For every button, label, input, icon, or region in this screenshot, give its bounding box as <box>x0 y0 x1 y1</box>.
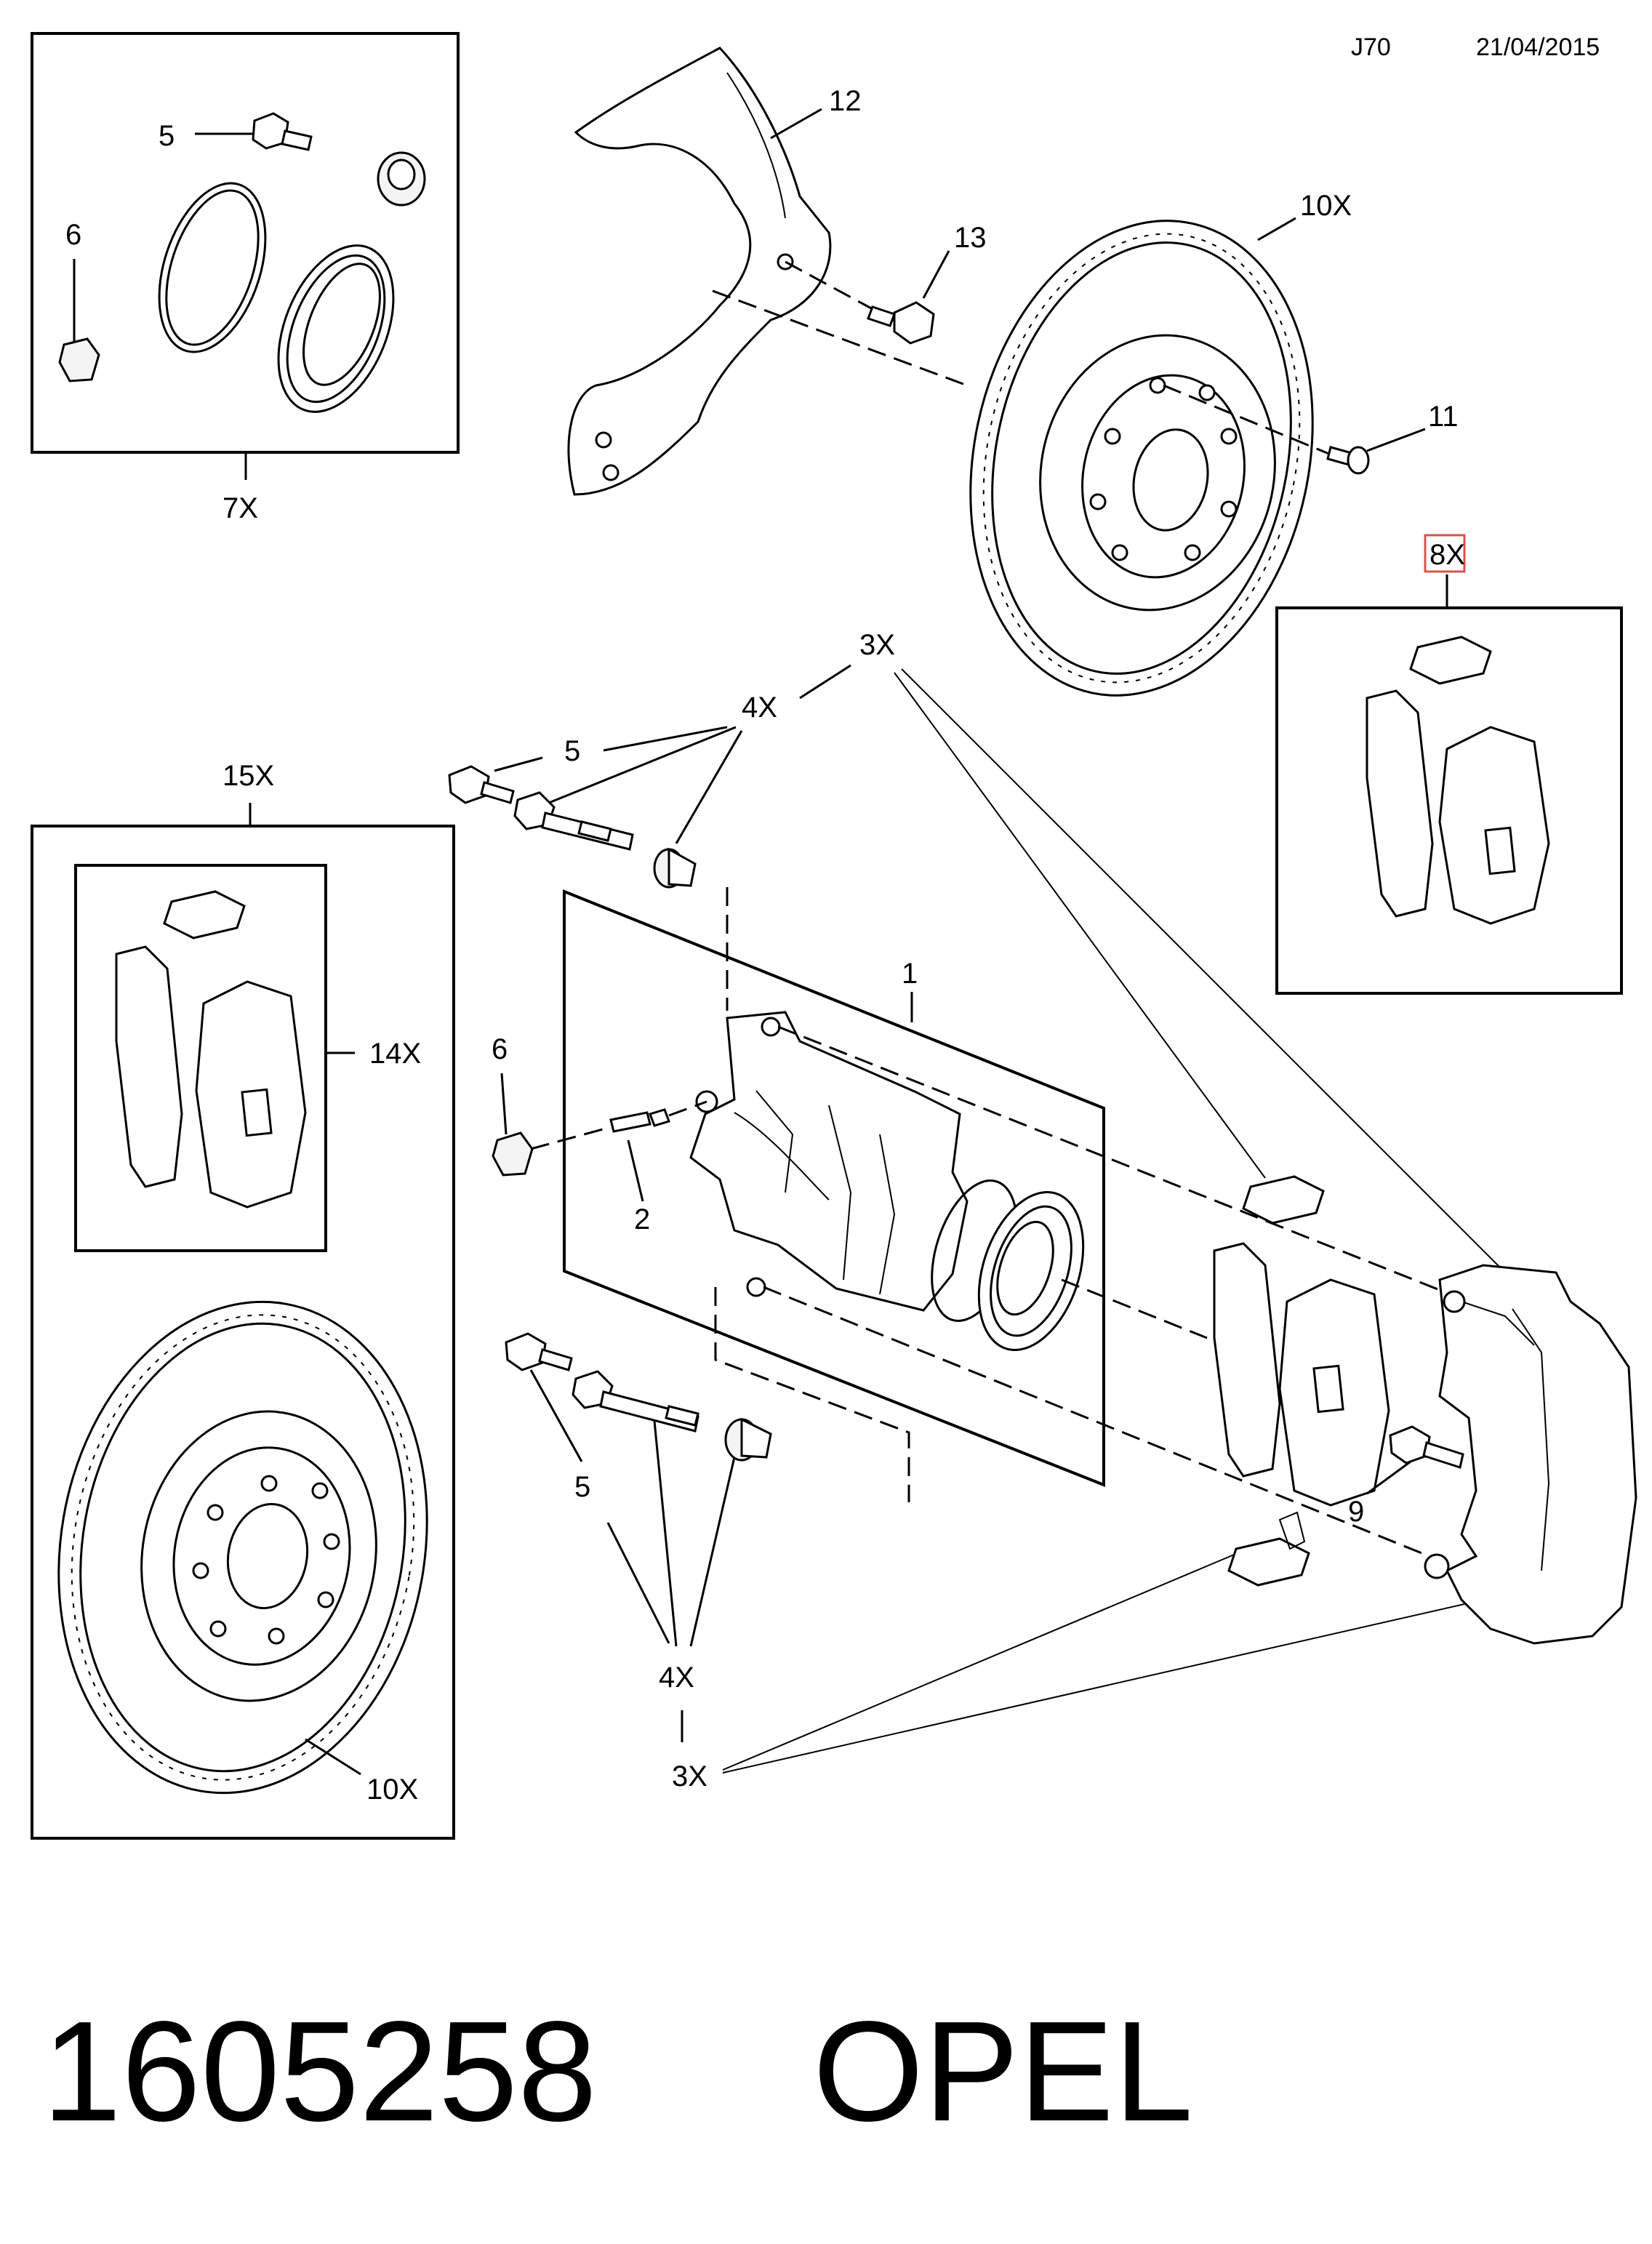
header-date: 21/04/2015 <box>1476 33 1600 61</box>
callout-3x-lower: 3X <box>672 1760 707 1792</box>
part-number: 1605258 <box>42 1992 597 2151</box>
brake-pad-icon <box>1213 1242 1281 1478</box>
callout-7x: 7X <box>222 492 258 524</box>
callout-8x-highlight <box>1424 534 1466 573</box>
callout-11: 11 <box>1428 401 1459 433</box>
dust-cap-icon <box>377 151 426 207</box>
callout-2: 2 <box>634 1203 650 1235</box>
pin-boot-icon <box>653 847 697 889</box>
callout-14x: 14X <box>369 1038 421 1070</box>
callout-12: 12 <box>829 85 862 117</box>
retaining-clip-icon <box>1227 1537 1310 1587</box>
caliper-group-frame <box>563 889 1105 1487</box>
guide-pin-icon <box>572 1370 699 1432</box>
seal-kit-box: 7X 5 6 <box>31 32 460 524</box>
callout-6-caliper: 6 <box>492 1033 508 1065</box>
callout-5-upper: 5 <box>564 735 580 767</box>
header-code: J70 <box>1351 33 1391 61</box>
caliper-body <box>689 1011 969 1312</box>
callout-13: 13 <box>954 222 987 254</box>
brake-disc-lower <box>57 1300 428 1795</box>
piston-icon <box>931 1179 1085 1351</box>
callout-15x: 15X <box>222 760 274 792</box>
guide-bolt-icon <box>505 1332 573 1371</box>
dust-shield <box>567 47 832 496</box>
pad-kit-box <box>1275 606 1623 995</box>
piston-seal-icon <box>277 244 395 413</box>
callout-8x: 8X <box>1430 539 1465 571</box>
brake-pad-icon <box>1366 689 1434 918</box>
bleeder-screw-icon <box>609 1108 670 1133</box>
caliper-carrier <box>1424 1264 1637 1645</box>
bleeder-cap-icon <box>492 1131 534 1177</box>
screw-icon <box>1326 446 1370 475</box>
callout-3x-upper: 3X <box>859 629 895 661</box>
brake-kit-box: 14X 10X <box>31 825 455 1840</box>
callout-10x-upper: 10X <box>1300 190 1352 222</box>
bolt-icon <box>252 112 313 151</box>
guide-bolt-icon <box>448 765 515 804</box>
callout-10x-lower: 10X <box>366 1774 418 1806</box>
callout-5-lower: 5 <box>574 1471 590 1503</box>
retaining-clip-icon <box>1409 636 1492 685</box>
guide-pin-icon <box>513 791 634 851</box>
brake-disc-upper <box>969 220 1314 697</box>
brand-name: OPEL <box>813 1992 1193 2151</box>
carrier-bolt-icon <box>1389 1425 1464 1469</box>
callout-4x-upper: 4X <box>742 692 777 724</box>
callout-1: 1 <box>902 958 918 990</box>
callout-9: 9 <box>1348 1496 1364 1528</box>
brake-pad-icon <box>115 945 183 1188</box>
callout-4x-lower: 4X <box>659 1662 694 1694</box>
callout-5-kit: 5 <box>159 120 175 152</box>
callout-6-kit: 6 <box>65 219 81 251</box>
retaining-clip-icon <box>1242 1175 1325 1225</box>
brake-pad-icon <box>1438 726 1550 925</box>
pin-boot-icon <box>724 1417 772 1462</box>
bleeder-cap-icon <box>58 337 100 382</box>
retaining-clip-icon <box>163 890 246 939</box>
bolt-icon <box>867 301 935 345</box>
o-ring-icon <box>158 182 267 353</box>
